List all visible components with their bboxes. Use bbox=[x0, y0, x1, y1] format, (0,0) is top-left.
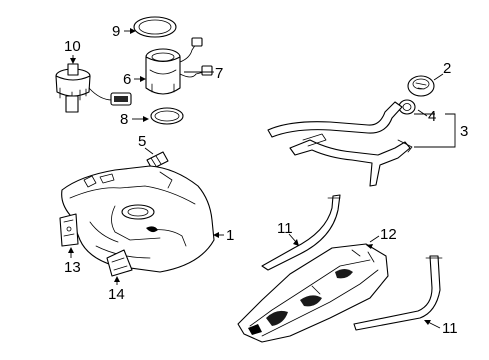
bracket-13 bbox=[59, 213, 79, 247]
leader-4 bbox=[417, 109, 428, 117]
filler-pipe-3 bbox=[267, 101, 413, 187]
callout-8: 8 bbox=[120, 111, 128, 128]
callout-7: 7 bbox=[215, 65, 223, 82]
callout-2: 2 bbox=[443, 60, 451, 77]
leader-2 bbox=[433, 73, 444, 81]
arrow-8 bbox=[143, 116, 149, 122]
fuel-tank-1 bbox=[61, 165, 215, 273]
arrow-11-lower bbox=[424, 320, 431, 325]
leader-11-upper bbox=[288, 233, 297, 243]
callout-12: 12 bbox=[380, 226, 397, 243]
fuel-cap-2 bbox=[407, 75, 435, 97]
bracket-3 bbox=[414, 113, 456, 148]
tank-strap-11-upper bbox=[261, 194, 341, 271]
callout-14: 14 bbox=[108, 286, 125, 303]
callout-11-upper: 11 bbox=[277, 220, 293, 237]
leader-11-lower bbox=[427, 321, 441, 329]
callout-13: 13 bbox=[64, 259, 81, 276]
heat-shield-12 bbox=[237, 243, 389, 343]
callout-9: 9 bbox=[112, 23, 120, 40]
fuel-pump-module-6 bbox=[145, 37, 213, 95]
callout-6: 6 bbox=[123, 71, 131, 88]
callout-11-lower: 11 bbox=[442, 320, 458, 337]
bracket-14 bbox=[106, 249, 133, 277]
arrow-14 bbox=[114, 276, 120, 282]
arrow-9 bbox=[130, 28, 136, 34]
callout-5: 5 bbox=[138, 133, 146, 150]
callout-1: 1 bbox=[226, 227, 234, 244]
callout-3: 3 bbox=[460, 123, 468, 140]
callout-10: 10 bbox=[64, 38, 81, 55]
arrow-1 bbox=[213, 232, 219, 238]
fuel-sender-unit-10 bbox=[55, 63, 132, 113]
leader-12 bbox=[369, 235, 380, 243]
callout-4: 4 bbox=[428, 108, 436, 125]
tank-strap-11-lower bbox=[353, 255, 443, 331]
seal-ring-9 bbox=[133, 16, 177, 38]
arrow-11-upper bbox=[293, 239, 299, 246]
arrow-10 bbox=[70, 58, 76, 64]
seal-ring-8 bbox=[150, 107, 184, 125]
arrow-6 bbox=[140, 76, 146, 82]
arrow-12 bbox=[366, 244, 373, 249]
arrow-13 bbox=[68, 247, 74, 253]
leader-5 bbox=[144, 147, 154, 155]
